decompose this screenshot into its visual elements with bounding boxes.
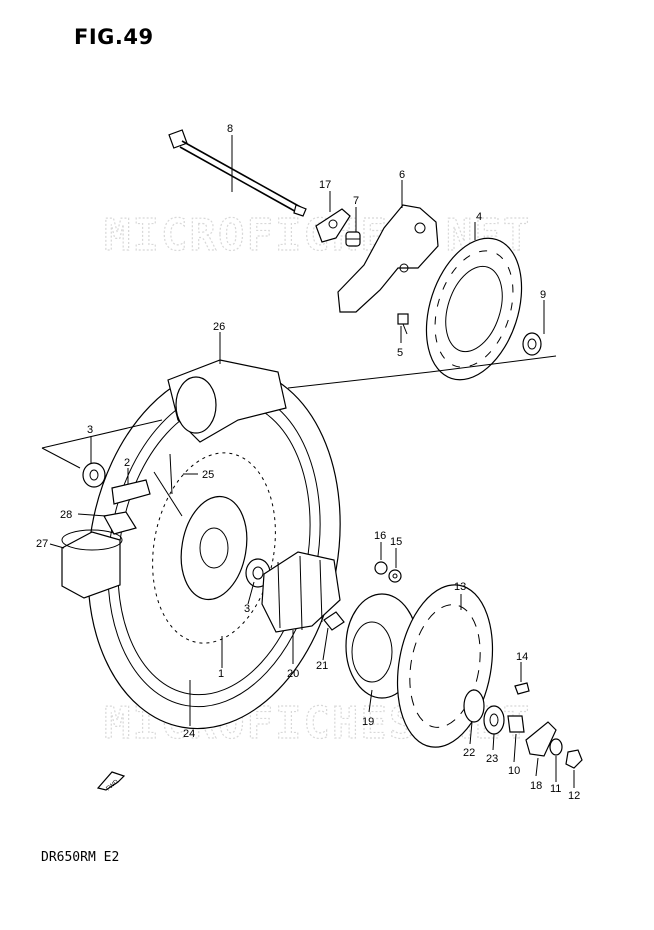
callout-6: 6 <box>399 169 405 181</box>
washer-11 <box>549 738 563 756</box>
callout-22: 22 <box>463 747 475 759</box>
callout-14: 14 <box>516 651 528 663</box>
callout-7: 7 <box>353 195 359 207</box>
nut-12 <box>565 749 583 769</box>
callout-2: 2 <box>124 457 130 469</box>
callout-25: 25 <box>202 469 214 481</box>
callout-17: 17 <box>319 179 331 191</box>
bearing-3 <box>82 462 106 488</box>
bearing-23 <box>483 705 505 735</box>
chain-adjuster <box>315 208 351 243</box>
callout-23: 23 <box>486 753 498 765</box>
callout-11: 11 <box>550 783 561 795</box>
callout-5: 5 <box>397 347 403 359</box>
callout-24: 24 <box>183 728 195 740</box>
callout-9: 9 <box>540 289 546 301</box>
axle-nut-7 <box>345 231 361 247</box>
rear-axle <box>168 129 307 217</box>
callout-8: 8 <box>227 123 233 135</box>
callout-27: 27 <box>36 538 48 550</box>
washer-15 <box>388 569 402 583</box>
callout-13: 13 <box>454 581 466 593</box>
spacer-10 <box>507 715 525 733</box>
callout-15: 15 <box>390 536 402 548</box>
model-code: DR650RM E2 <box>41 850 120 865</box>
figure-title: FIG.49 <box>74 25 154 49</box>
callout-4: 4 <box>476 211 482 223</box>
callout-1: 1 <box>218 668 224 680</box>
nut-9 <box>522 332 542 356</box>
callout-26: 26 <box>213 321 225 333</box>
seal-22 <box>463 689 485 723</box>
callout-12: 12 <box>568 790 580 802</box>
callout-20: 20 <box>287 668 299 680</box>
rear-wheel <box>87 366 341 730</box>
callout-16: 16 <box>374 530 386 542</box>
callout-3a: 3 <box>87 424 93 436</box>
adjuster-18 <box>525 721 557 757</box>
spoke-25 <box>169 453 173 495</box>
callout-3b: 3 <box>244 603 250 615</box>
rim-strip <box>103 511 137 535</box>
wheel-dampers <box>261 551 341 633</box>
callout-18: 18 <box>530 780 542 792</box>
callout-21: 21 <box>316 660 328 672</box>
tube <box>61 529 123 599</box>
bolt-5 <box>397 313 409 335</box>
callout-10: 10 <box>508 765 520 777</box>
bolt-14 <box>514 682 530 695</box>
stud-21 <box>323 611 345 631</box>
nut-16 <box>374 561 388 575</box>
spacer-2 <box>111 479 151 505</box>
caliper-bracket <box>337 204 439 313</box>
tire <box>167 359 287 443</box>
brake-disc <box>425 237 523 381</box>
callout-19: 19 <box>362 716 374 728</box>
callout-28: 28 <box>60 509 72 521</box>
fwd-arrow-icon: FWD <box>96 771 126 792</box>
